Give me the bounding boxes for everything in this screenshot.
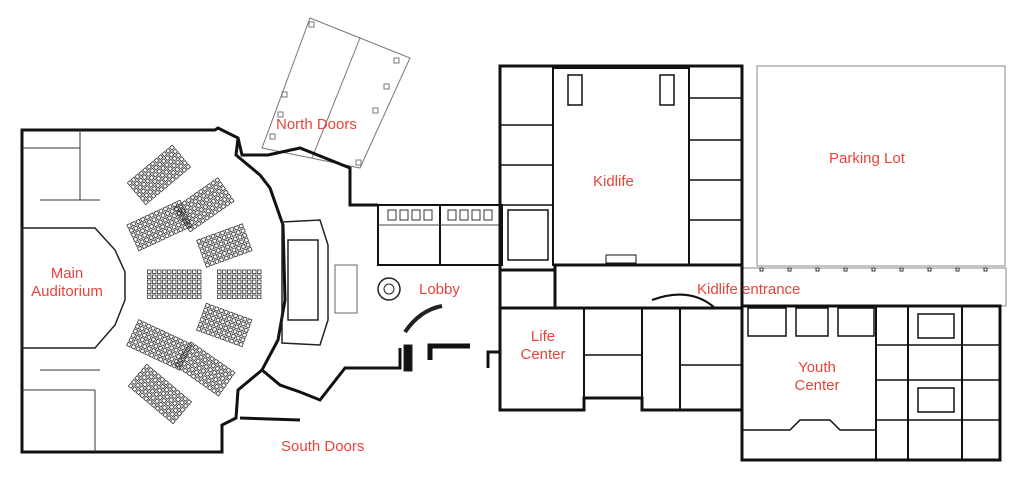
youth-center-label-line2: Center	[794, 377, 840, 394]
seating-block	[126, 199, 193, 252]
parking-marker	[871, 267, 876, 272]
seating-block	[173, 177, 235, 233]
parking-lot-outline	[741, 65, 1007, 307]
main-auditorium-label: Main Auditorium	[24, 265, 110, 301]
restroom-fixture	[399, 209, 409, 221]
parking-marker	[843, 267, 848, 272]
seating-block	[217, 269, 262, 299]
parking-marker	[787, 267, 792, 272]
restroom-fixture	[459, 209, 469, 221]
seating-block	[127, 363, 193, 425]
kidlife-wing	[498, 64, 744, 272]
parking-marker	[899, 267, 904, 272]
main-auditorium-label-line2: Auditorium	[31, 283, 103, 300]
youth-center-label-line1: Youth	[798, 359, 836, 376]
connector	[498, 265, 744, 308]
north-doors-label: North Doors	[276, 116, 357, 133]
main-auditorium-label-line1: Main	[50, 265, 84, 282]
seating-block	[126, 319, 193, 371]
seating-block	[196, 302, 253, 348]
restrooms	[377, 204, 503, 266]
life-center-label: Life Center	[510, 328, 576, 364]
youth-center-label: Youth Center	[784, 359, 850, 395]
parking-marker	[759, 267, 764, 272]
restroom-fixture	[387, 209, 397, 221]
restroom-fixture	[447, 209, 457, 221]
restroom-fixture	[483, 209, 493, 221]
seating-block	[174, 341, 236, 397]
restroom-fixture	[471, 209, 481, 221]
parking-marker	[927, 267, 932, 272]
youth-center	[740, 304, 1002, 462]
life-center-label-line1: Life	[530, 328, 556, 345]
seating-block	[147, 269, 202, 299]
parking-marker	[983, 267, 988, 272]
seating-block	[126, 144, 192, 206]
main-auditorium	[20, 126, 287, 454]
parking-marker	[955, 267, 960, 272]
parking-marker	[815, 267, 820, 272]
restroom-fixture	[411, 209, 421, 221]
south-doors-label: South Doors	[281, 438, 365, 455]
kidlife-entrance-label: Kidlife entrance	[697, 281, 801, 298]
lobby-walls	[236, 137, 500, 422]
north-canopy	[261, 17, 411, 169]
parking-lot-label: Parking Lot	[829, 150, 905, 167]
life-center-label-line2: Center	[520, 346, 566, 363]
lobby-label: Lobby	[419, 281, 460, 298]
lobby-features	[377, 277, 470, 372]
stage-area	[281, 219, 358, 346]
seating-block	[196, 223, 253, 268]
kidlife-label: Kidlife	[593, 173, 634, 190]
restroom-fixture	[423, 209, 433, 221]
